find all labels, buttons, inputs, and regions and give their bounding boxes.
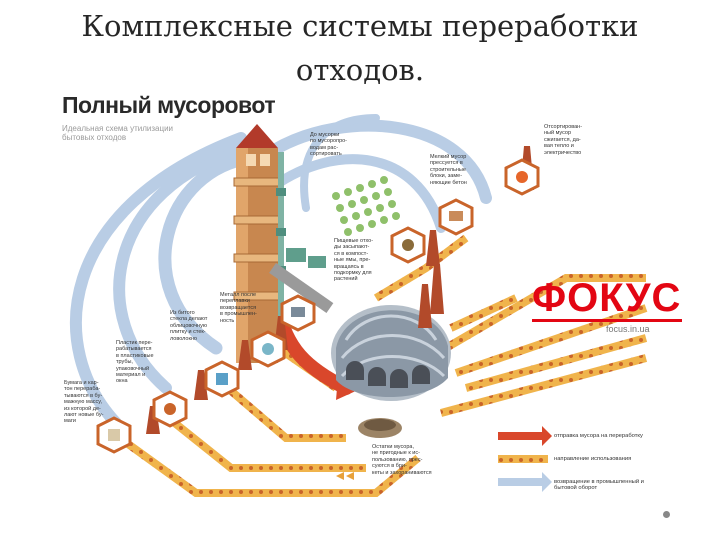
station-hexagons <box>96 158 540 454</box>
sorting-plant <box>331 305 451 401</box>
slide-title-line2: отходов. <box>295 53 425 87</box>
legend-swatch-use <box>498 455 548 463</box>
blocks-icon <box>449 211 463 221</box>
logo-url: focus.in.ua <box>606 324 650 334</box>
path-right-4 <box>464 334 648 392</box>
path-right-5 <box>439 354 648 417</box>
return-arc-6 <box>300 114 380 212</box>
diagram-graphics <box>70 114 648 497</box>
note-top-house: До мусорки по мусоропро- водам рас- сорт… <box>310 132 348 158</box>
apartment-building <box>233 124 286 363</box>
slide-decoration-dot <box>663 511 670 518</box>
path-right-1 <box>443 274 646 352</box>
figure-subtitle: Идеальная схема утилизации бытовых отход… <box>62 124 174 142</box>
slide-title-line1: Комплексные системы переработки <box>81 9 639 43</box>
note-residue: Остатки мусора, не пригодные к ис- польз… <box>372 444 432 476</box>
path-right-2 <box>449 294 518 332</box>
figure-title: Полный мусоровот <box>62 92 276 118</box>
return-arc-1 <box>268 119 492 204</box>
note-burnable: Отсортирован- ный мусор сжигается, да- в… <box>544 124 583 156</box>
return-arc-2 <box>269 154 446 233</box>
small-arrows <box>336 472 354 480</box>
return-arc-4 <box>113 142 252 394</box>
conveyor-belt <box>269 248 334 313</box>
compost-icon <box>402 239 414 251</box>
path-paper <box>103 424 421 497</box>
legend-label-return: возвращение в промышленный и бытовой обо… <box>554 479 644 491</box>
fire-icon <box>516 171 528 183</box>
plastic-icon <box>216 373 228 385</box>
path-plastic <box>153 404 366 472</box>
note-glass: Из битого стекла делают облицовочную пли… <box>170 310 208 342</box>
station-inner-icons <box>108 171 528 441</box>
path-right-3 <box>454 304 648 377</box>
path-glass <box>213 374 346 442</box>
logo-underline <box>532 319 682 322</box>
path-food <box>373 234 469 302</box>
garden-plants <box>332 176 400 236</box>
legend-label-use: направление использования <box>554 456 632 462</box>
legend-swatches <box>498 426 552 492</box>
focus-logo: ФОКУС <box>532 276 682 320</box>
return-arc-3 <box>158 151 258 355</box>
note-paper: Бумага и кар- тон перераба- тываются в б… <box>64 380 104 425</box>
waste-diagram: Полный мусоровот Идеальная схема утилиза… <box>46 88 682 520</box>
legend-label-send: отправка мусора на переработку <box>554 433 643 439</box>
landfill-pit <box>358 418 402 438</box>
legend-swatch-send <box>498 426 552 446</box>
return-arc-5 <box>70 132 247 429</box>
note-metal: Металл после переплавки возвращается в п… <box>220 292 257 324</box>
glass-icon <box>262 343 274 355</box>
return-flow-arrows <box>70 114 492 429</box>
paper-icon <box>164 403 176 415</box>
note-plastic: Пластик пере- рабатывается в пластиковые… <box>116 340 154 385</box>
slide-title: Комплексные системы переработки отходов. <box>0 4 720 92</box>
cartons-icon <box>108 429 120 441</box>
note-hard-trash: Мелкий мусор прессуется в строительные б… <box>430 154 467 186</box>
metal-icon <box>291 307 305 317</box>
legend-swatch-return <box>498 472 552 492</box>
note-food: Пищевые отхо- ды засыпают- ся в компост-… <box>334 238 374 283</box>
